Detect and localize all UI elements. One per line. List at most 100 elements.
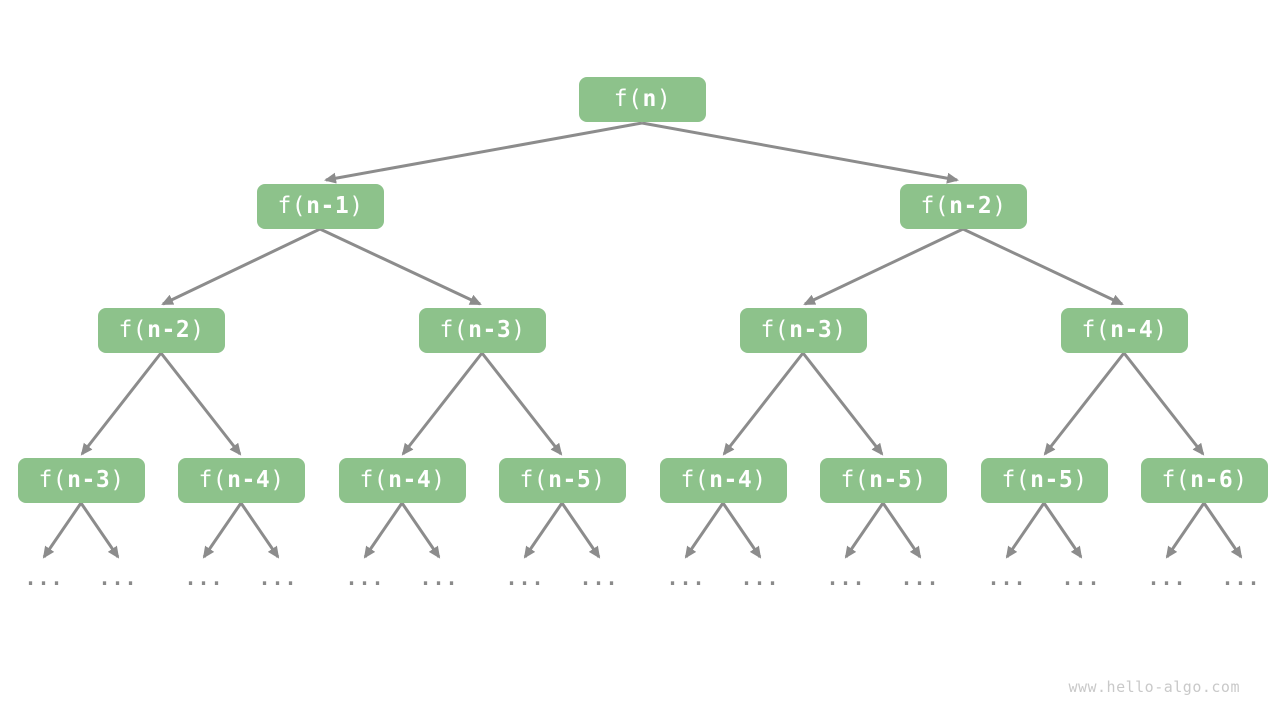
- edge-arrow: [1042, 502, 1083, 559]
- node-label-post: ): [349, 193, 364, 219]
- node-label-arg: n-4: [227, 467, 271, 493]
- tree-node: f(n-3): [740, 308, 867, 353]
- edge-arrow: [1043, 352, 1126, 456]
- edge-arrow: [1165, 502, 1206, 559]
- ellipsis: ...: [1221, 566, 1261, 590]
- ellipsis: ...: [184, 566, 224, 590]
- tree-node: f(n-4): [1061, 308, 1188, 353]
- ellipsis: ...: [1147, 566, 1187, 590]
- tree-node: f(n-2): [900, 184, 1027, 229]
- ellipsis: ...: [1061, 566, 1101, 590]
- ellipsis: ...: [987, 566, 1027, 590]
- tree-node: f(n-1): [257, 184, 384, 229]
- tree-node: f(n-4): [660, 458, 787, 503]
- edge-arrow: [363, 502, 404, 559]
- edge-arrow: [79, 502, 120, 559]
- node-label-post: ): [1233, 467, 1248, 493]
- edge-arrow: [324, 121, 643, 184]
- tree-node: f(n-4): [178, 458, 305, 503]
- node-label-post: ): [270, 467, 285, 493]
- ellipsis: ...: [505, 566, 545, 590]
- node-label-post: ): [992, 193, 1007, 219]
- node-label-post: ): [1073, 467, 1088, 493]
- edge-arrow: [722, 352, 805, 456]
- ellipsis: ...: [900, 566, 940, 590]
- ellipsis: ...: [258, 566, 298, 590]
- ellipsis: ...: [740, 566, 780, 590]
- edge-arrow: [801, 352, 884, 456]
- edge-arrow: [239, 502, 280, 559]
- node-label-arg: n-4: [388, 467, 432, 493]
- node-label-post: ): [190, 317, 205, 343]
- tree-node: f(n-6): [1141, 458, 1268, 503]
- edge-arrow: [641, 121, 959, 184]
- edge-arrow: [684, 502, 725, 559]
- node-label-pre: f(: [1161, 467, 1191, 493]
- edge-arrow: [803, 227, 964, 306]
- edge-arrow: [159, 352, 242, 456]
- tree-node-root: f(n): [579, 77, 706, 122]
- node-label-arg: n-2: [147, 317, 191, 343]
- node-label-pre: f(: [1081, 317, 1111, 343]
- ellipsis: ...: [345, 566, 385, 590]
- edge-arrow: [42, 502, 83, 559]
- node-label-arg: n-2: [949, 193, 993, 219]
- node-label-post: ): [752, 467, 767, 493]
- edge-arrow: [962, 227, 1124, 306]
- ellipsis: ...: [666, 566, 706, 590]
- node-label-arg: n-3: [468, 317, 512, 343]
- edge-arrow: [1005, 502, 1046, 559]
- node-label-pre: f(: [439, 317, 469, 343]
- node-label-pre: f(: [118, 317, 148, 343]
- node-label-pre: f(: [277, 193, 307, 219]
- node-label-post: ): [511, 317, 526, 343]
- node-label-arg: n: [642, 86, 657, 112]
- node-label-post: ): [656, 86, 672, 112]
- node-label-post: ): [1153, 317, 1168, 343]
- tree-node: f(n-5): [820, 458, 947, 503]
- node-label-pre: f(: [613, 86, 643, 112]
- ellipsis: ...: [24, 566, 64, 590]
- node-label-post: ): [591, 467, 606, 493]
- watermark: www.hello-algo.com: [1068, 678, 1240, 696]
- edge-arrow: [480, 352, 563, 456]
- tree-node: f(n-4): [339, 458, 466, 503]
- node-label-arg: n-4: [1110, 317, 1154, 343]
- edge-arrow: [80, 352, 163, 456]
- edge-arrow: [319, 227, 482, 306]
- edge-arrow: [401, 352, 484, 456]
- node-label-post: ): [912, 467, 927, 493]
- tree-node: f(n-5): [499, 458, 626, 503]
- edge-arrow: [560, 502, 601, 559]
- edge-arrow: [400, 502, 441, 559]
- node-label-pre: f(: [198, 467, 228, 493]
- node-label-arg: n-1: [306, 193, 350, 219]
- tree-node: f(n-5): [981, 458, 1108, 503]
- node-label-arg: n-6: [1190, 467, 1234, 493]
- edge-arrow: [881, 502, 922, 559]
- edge-arrow: [1202, 502, 1243, 559]
- tree-node: f(n-2): [98, 308, 225, 353]
- node-label-arg: n-5: [869, 467, 913, 493]
- tree-node: f(n-3): [18, 458, 145, 503]
- node-label-pre: f(: [38, 467, 68, 493]
- node-label-pre: f(: [920, 193, 950, 219]
- node-label-pre: f(: [359, 467, 389, 493]
- edge-arrow: [1122, 352, 1205, 456]
- node-label-pre: f(: [680, 467, 710, 493]
- node-label-arg: n-4: [709, 467, 753, 493]
- ellipsis: ...: [826, 566, 866, 590]
- node-label-post: ): [431, 467, 446, 493]
- ellipsis: ...: [98, 566, 138, 590]
- edge-arrow: [844, 502, 885, 559]
- node-label-arg: n-3: [789, 317, 833, 343]
- tree-node: f(n-3): [419, 308, 546, 353]
- node-label-post: ): [110, 467, 125, 493]
- node-label-pre: f(: [519, 467, 549, 493]
- ellipsis: ...: [579, 566, 619, 590]
- node-label-pre: f(: [1001, 467, 1031, 493]
- ellipsis: ...: [419, 566, 459, 590]
- edge-arrow: [202, 502, 243, 559]
